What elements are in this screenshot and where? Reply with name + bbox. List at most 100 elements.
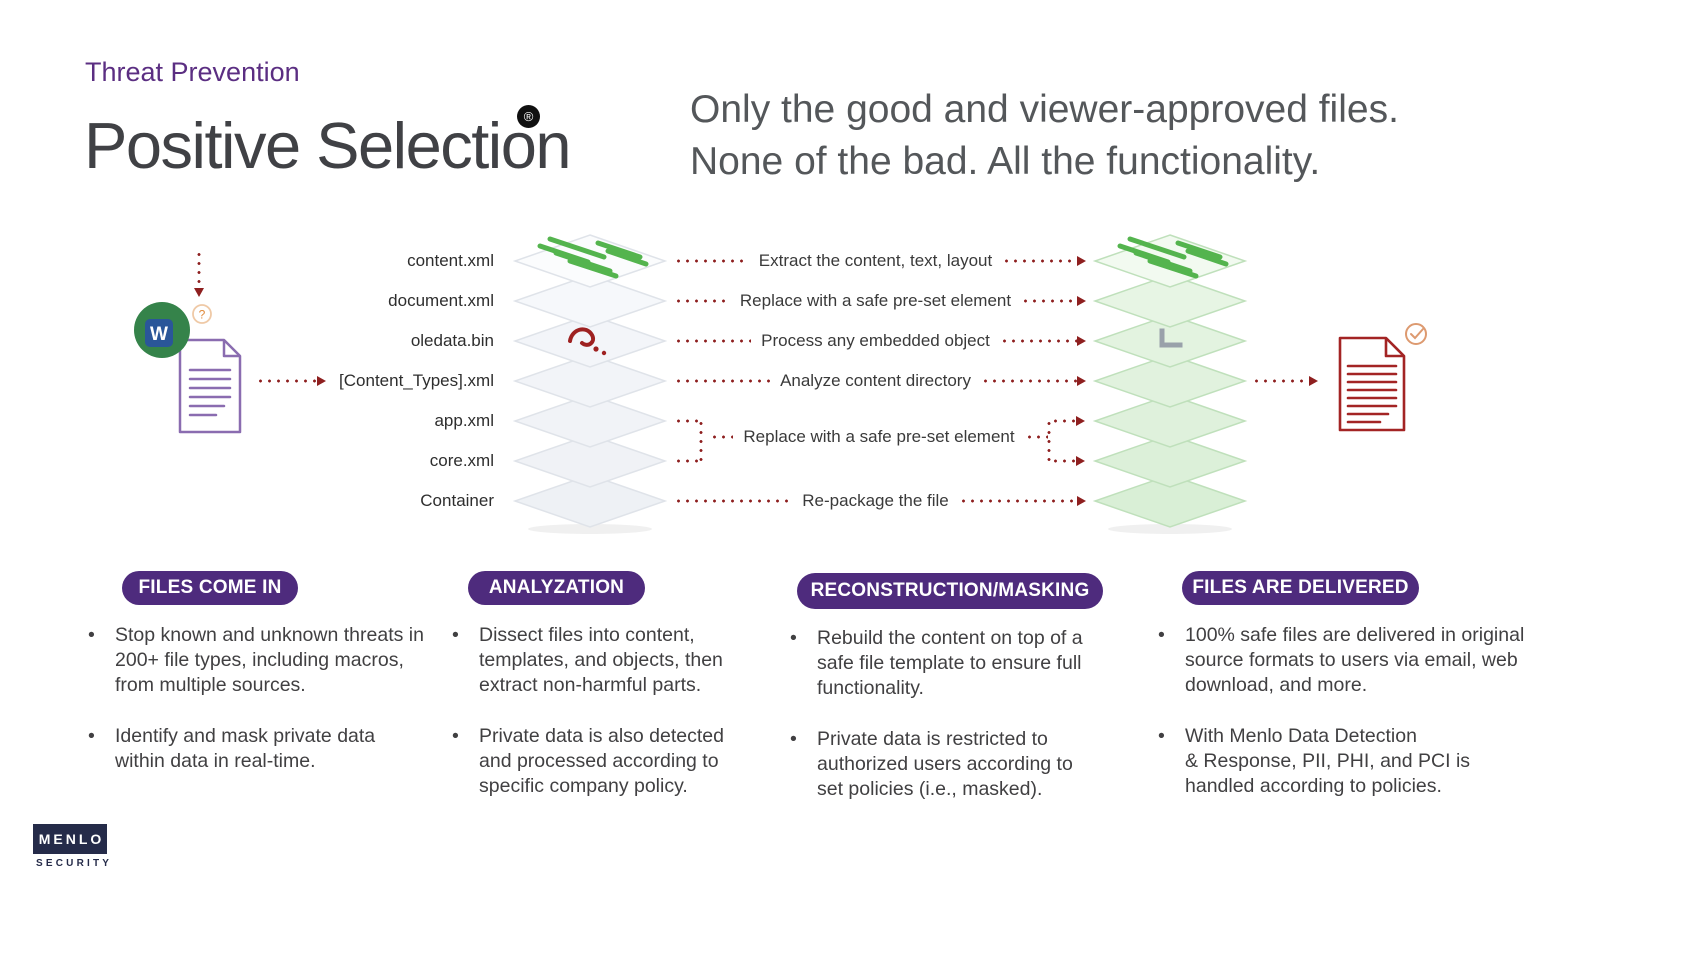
bullet-text: Private data is restricted to authorized… — [817, 728, 1073, 800]
dotted-line — [980, 379, 1078, 383]
arrow-right-icon — [1076, 456, 1085, 466]
arrow-right-icon — [1077, 336, 1087, 346]
tagline: Only the good and viewer-approved files.… — [690, 84, 1399, 188]
bullet-item: 100% safe files are delivered in origina… — [1158, 623, 1556, 698]
bullet-text: Private data is also detected and proces… — [479, 725, 724, 797]
arrow-right-icon — [1077, 496, 1087, 506]
bullet-text: With Menlo Data Detection & Response, PI… — [1185, 725, 1471, 797]
dotted-line — [958, 499, 1078, 503]
bullet-marker — [88, 623, 115, 698]
bullet-marker — [790, 626, 817, 701]
bullet-text: Rebuild the content on top of a safe fil… — [817, 627, 1083, 699]
process-step-row-5: Replace with a safe pre-set element — [710, 427, 1049, 447]
stage-pill-files-are-delivered: FILES ARE DELIVERED — [1182, 571, 1419, 605]
bullet-item: Rebuild the content on top of a safe fil… — [790, 626, 1092, 701]
arrow-right-icon — [317, 376, 326, 386]
check-icon — [1410, 328, 1424, 340]
page-title: Positive Selection — [84, 109, 572, 182]
file-label-content-xml: content.xml — [407, 251, 494, 270]
doc-to-labels-arrow — [256, 371, 326, 391]
file-label-oledata-bin: oledata.bin — [410, 331, 494, 350]
tagline-line-2: None of the bad. All the functionality. — [690, 140, 1321, 183]
dotted-line — [1051, 419, 1076, 423]
arrow-right-icon — [1077, 256, 1086, 266]
column-files-come-in: Stop known and unknown threats in 200+ f… — [88, 623, 430, 800]
process-step-label: Extract the content, text, layout — [758, 251, 993, 270]
stack-to-delivered-arrow — [1252, 371, 1318, 391]
tagline-line-1: Only the good and viewer-approved files. — [690, 88, 1399, 131]
stage-pill-analyzation: ANALYZATION — [468, 571, 645, 605]
dotted-line — [999, 339, 1078, 343]
dotted-line — [1051, 459, 1076, 463]
embedded-object-squiggle — [568, 327, 595, 347]
registered-trademark-badge: ® — [517, 105, 540, 128]
column-files-are-delivered: 100% safe files are delivered in origina… — [1158, 623, 1556, 825]
file-label-core-xml: core.xml — [429, 451, 494, 470]
bullet-marker — [452, 724, 479, 799]
bullet-text: Stop known and unknown threats in 200+ f… — [115, 624, 424, 696]
column-analyzation: Dissect files into content, templates, a… — [452, 623, 752, 825]
dotted-line — [256, 379, 317, 383]
file-label-content-types-xml: [Content_Types].xml — [339, 371, 494, 390]
rebuilt-file-layers-stack — [1092, 234, 1248, 534]
menlo-logo-box: MENLO — [33, 824, 107, 854]
bullet-item: Private data is restricted to authorized… — [790, 727, 1092, 802]
bullet-marker — [1158, 724, 1185, 799]
safe-object-bracket — [1159, 328, 1183, 348]
process-step-label: Analyze content directory — [780, 371, 971, 390]
bullet-item: With Menlo Data Detection & Response, PI… — [1158, 724, 1556, 799]
unknown-file-circle — [192, 304, 212, 324]
bullet-marker — [452, 623, 479, 698]
eyebrow-threat-prevention: Threat Prevention — [85, 57, 300, 87]
process-step-row-1: Extract the content, text, layout — [674, 251, 1086, 271]
question-mark-icon: ? — [199, 308, 206, 322]
stage-pill-files-come-in: FILES COME IN — [122, 571, 298, 605]
rebuilt-content-lines — [1117, 236, 1229, 279]
dotted-line — [674, 339, 752, 343]
bullet-text: Dissect files into content, templates, a… — [479, 624, 723, 696]
bullet-marker — [790, 727, 817, 802]
split-arrow-top — [1051, 411, 1085, 431]
bullet-marker — [88, 724, 115, 774]
bullet-item: Dissect files into content, templates, a… — [452, 623, 752, 698]
delivered-document-icon — [1338, 323, 1427, 432]
merge-stub-bottom — [674, 459, 700, 463]
dissected-file-layers-stack — [512, 234, 668, 534]
stage-pill-reconstruction-masking: RECONSTRUCTION/MASKING — [797, 573, 1103, 609]
bullet-text: 100% safe files are delivered in origina… — [1185, 624, 1525, 696]
split-arrow-bottom — [1051, 451, 1085, 471]
dotted-line — [674, 499, 793, 503]
process-step-label: Replace with a safe pre-set element — [743, 427, 1015, 446]
registered-mark: ® — [523, 109, 534, 124]
process-step-label: Replace with a safe pre-set element — [739, 291, 1012, 310]
dotted-line — [1021, 299, 1078, 303]
file-label-document-xml: document.xml — [388, 291, 494, 310]
file-label-container: Container — [420, 491, 494, 510]
delivered-document-lines — [1346, 364, 1398, 424]
bullet-item: Private data is also detected and proces… — [452, 724, 752, 799]
process-step-label: Re-package the file — [802, 491, 949, 510]
dotted-line — [674, 259, 749, 263]
menlo-security-logo: MENLO SECURITY — [33, 824, 113, 869]
process-step-row-3: Process any embedded object — [674, 331, 1087, 351]
menlo-logo-text: MENLO — [38, 831, 105, 847]
word-tile — [145, 319, 173, 347]
incoming-arrow-down-icon — [194, 288, 204, 297]
bullet-item: Stop known and unknown threats in 200+ f… — [88, 623, 430, 698]
bullet-text: Identify and mask private data within da… — [115, 725, 376, 772]
file-part-labels: content.xml document.xml oledata.bin [Co… — [300, 241, 494, 521]
dotted-line — [710, 435, 734, 439]
arrow-right-icon — [1077, 376, 1087, 386]
process-step-row-2: Replace with a safe pre-set element — [674, 291, 1087, 311]
process-step-row-4: Analyze content directory — [674, 371, 1087, 391]
dotted-line — [1002, 259, 1077, 263]
word-letter: W — [150, 324, 168, 345]
dotted-line — [674, 379, 771, 383]
dotted-line — [1024, 435, 1049, 439]
dotted-line — [1252, 379, 1309, 383]
extracted-content-lines — [537, 236, 649, 279]
incoming-dotted-line — [197, 250, 201, 288]
menlo-logo-subtext: SECURITY — [36, 858, 113, 869]
bullet-item: Identify and mask private data within da… — [88, 724, 430, 774]
merge-stub-top — [674, 419, 700, 423]
